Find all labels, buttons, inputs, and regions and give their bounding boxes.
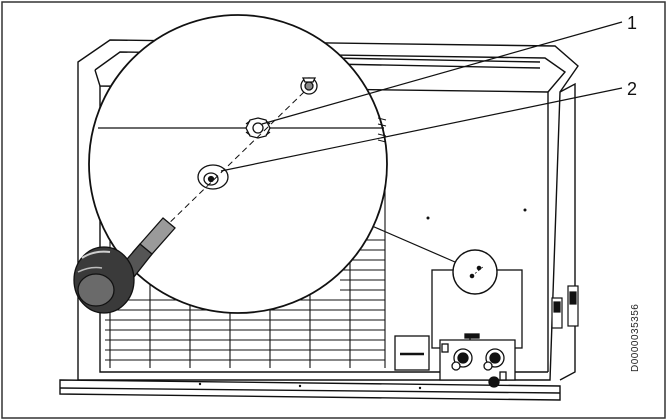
detail-marker-circle	[452, 249, 498, 295]
panel-edge-marks	[377, 117, 387, 143]
callout-number-2: 2	[627, 79, 638, 99]
detail-leader-line	[371, 225, 456, 263]
side-latches	[551, 285, 579, 329]
screw-icon	[300, 77, 318, 95]
water-connectors	[441, 343, 507, 388]
callout-1-leader	[261, 21, 623, 125]
callout-number-1: 1	[627, 13, 638, 33]
callout-2-leader	[220, 87, 623, 172]
document-id-label: D0000035356	[630, 303, 641, 372]
screwdriver-icon	[73, 217, 176, 314]
washer-icon	[197, 164, 229, 190]
assembly-axis-line	[159, 91, 305, 233]
body-screws	[198, 208, 527, 390]
